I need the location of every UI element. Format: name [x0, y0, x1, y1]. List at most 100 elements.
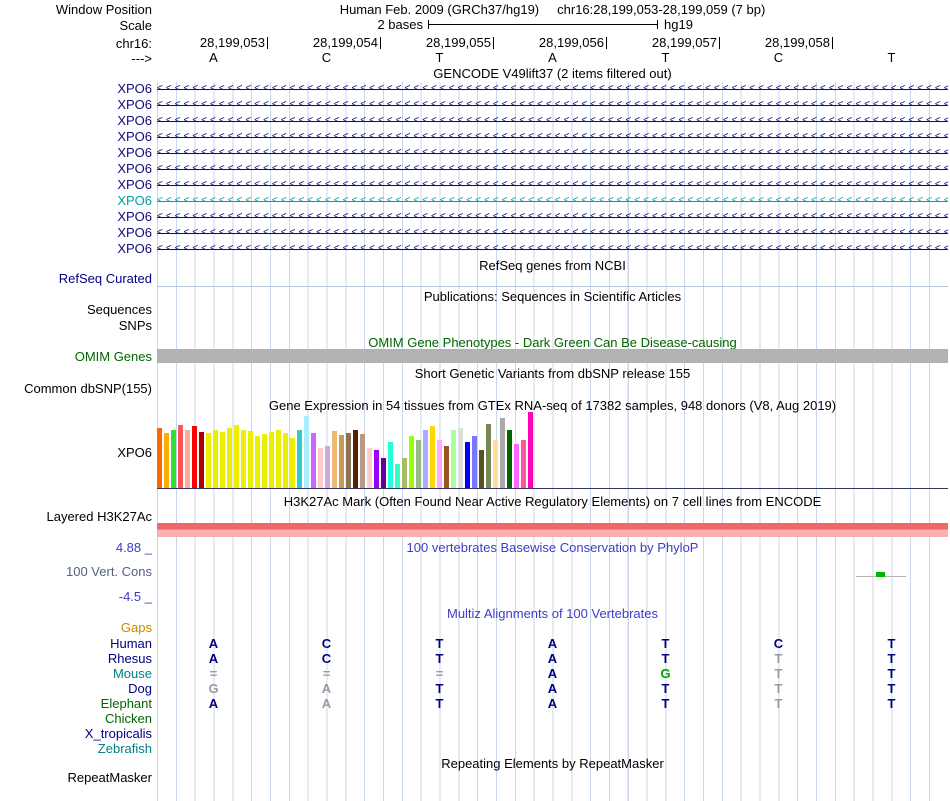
- species-label[interactable]: Rhesus: [107, 651, 152, 666]
- gene-transcript[interactable]: <<<<<<<<<<<<<<<<<<<<<<<<<<<<<<<<<<<<<<<<…: [157, 113, 948, 129]
- track-label-sequences[interactable]: Sequences: [86, 302, 152, 317]
- track-label-vert-cons[interactable]: 100 Vert. Cons: [66, 564, 152, 579]
- gene-label[interactable]: XPO6: [117, 113, 152, 128]
- track-title-h3k27ac[interactable]: H3K27Ac Mark (Often Found Near Active Re…: [283, 494, 822, 509]
- reference-base: A: [548, 50, 557, 65]
- track-label-repeatmasker[interactable]: RepeatMasker: [67, 770, 152, 785]
- assembly-title: Human Feb. 2009 (GRCh37/hg19): [339, 2, 540, 17]
- track-label-refseq-curated[interactable]: RefSeq Curated: [58, 271, 152, 286]
- gene-transcript[interactable]: <<<<<<<<<<<<<<<<<<<<<<<<<<<<<<<<<<<<<<<<…: [157, 129, 948, 145]
- gtex-tissue-bar: [290, 438, 295, 488]
- gtex-tissue-bar: [192, 426, 197, 488]
- species-label[interactable]: Chicken: [105, 711, 152, 726]
- gtex-tissue-bar: [395, 464, 400, 488]
- species-label[interactable]: Zebrafish: [97, 741, 152, 756]
- species-label[interactable]: Dog: [128, 681, 152, 696]
- strand-arrows: <<<<<<<<<<<<<<<<<<<<<<<<<<<<<<<<<<<<<<<<…: [157, 243, 948, 254]
- gtex-tissue-bar: [423, 430, 428, 488]
- track-title-gtex[interactable]: Gene Expression in 54 tissues from GTEx …: [268, 398, 837, 413]
- gtex-tissue-bar: [283, 433, 288, 488]
- gene-transcript[interactable]: <<<<<<<<<<<<<<<<<<<<<<<<<<<<<<<<<<<<<<<<…: [157, 81, 948, 97]
- gene-transcript[interactable]: <<<<<<<<<<<<<<<<<<<<<<<<<<<<<<<<<<<<<<<<…: [157, 241, 948, 257]
- gene-label[interactable]: XPO6: [117, 241, 152, 256]
- track-title-publications[interactable]: Publications: Sequences in Scientific Ar…: [423, 289, 682, 304]
- track-title-gencode[interactable]: GENCODE V49lift37 (2 items filtered out): [433, 66, 672, 81]
- gene-transcript[interactable]: <<<<<<<<<<<<<<<<<<<<<<<<<<<<<<<<<<<<<<<<…: [157, 161, 948, 177]
- window-position-label: Window Position: [55, 2, 152, 17]
- alignment-base: T: [435, 681, 444, 696]
- track-title-refseq[interactable]: RefSeq genes from NCBI: [479, 258, 626, 273]
- gene-label[interactable]: XPO6: [117, 225, 152, 240]
- coordinate-tick: [493, 37, 494, 49]
- track-label-snps[interactable]: SNPs: [118, 318, 152, 333]
- gtex-tissue-bar: [346, 433, 351, 488]
- assembly-short-label: hg19: [664, 17, 693, 32]
- gene-label[interactable]: XPO6: [117, 193, 152, 208]
- track-label-common-dbsnp[interactable]: Common dbSNP(155): [24, 381, 152, 396]
- coordinate-tick: [832, 37, 833, 49]
- gene-label[interactable]: XPO6: [117, 81, 152, 96]
- scale-value: 2 bases: [377, 17, 423, 32]
- gtex-tissue-bar: [500, 418, 505, 488]
- alignment-base: A: [547, 681, 558, 696]
- species-label[interactable]: Mouse: [112, 666, 152, 681]
- gtex-tissue-bar: [353, 430, 358, 488]
- alignment-base: A: [208, 651, 219, 666]
- track-title-dbsnp[interactable]: Short Genetic Variants from dbSNP releas…: [414, 366, 691, 381]
- alignment-base: T: [887, 681, 896, 696]
- gtex-tissue-bar: [269, 432, 274, 488]
- track-title-omim[interactable]: OMIM Gene Phenotypes - Dark Green Can Be…: [368, 335, 737, 350]
- gtex-tissue-bar: [388, 442, 393, 488]
- gtex-tissue-bar: [325, 446, 330, 488]
- gtex-tissue-bar: [437, 440, 442, 488]
- alignment-base: T: [887, 666, 896, 681]
- species-label[interactable]: Human: [110, 636, 152, 651]
- gene-transcript[interactable]: <<<<<<<<<<<<<<<<<<<<<<<<<<<<<<<<<<<<<<<<…: [157, 209, 948, 225]
- phylop-max-value: 4.88 _: [115, 540, 152, 555]
- gene-label[interactable]: XPO6: [117, 145, 152, 160]
- alignment-base: T: [774, 681, 783, 696]
- gtex-tissue-bar: [304, 416, 309, 488]
- gtex-tissue-bar: [444, 446, 449, 488]
- gtex-tissue-bar: [493, 440, 498, 488]
- alignment-base: =: [322, 666, 331, 681]
- gene-transcript[interactable]: <<<<<<<<<<<<<<<<<<<<<<<<<<<<<<<<<<<<<<<<…: [157, 97, 948, 113]
- alignment-base: A: [208, 696, 219, 711]
- track-label-gaps[interactable]: Gaps: [120, 620, 152, 635]
- track-title-phylop[interactable]: 100 vertebrates Basewise Conservation by…: [406, 540, 699, 555]
- assembly-position-title: Human Feb. 2009 (GRCh37/hg19)chr16:28,19…: [157, 2, 948, 17]
- h3k27ac-signal-bar[interactable]: [157, 523, 948, 537]
- scale-bar: [428, 24, 658, 25]
- intron-line: [157, 153, 948, 154]
- track-separator-line: [157, 286, 948, 287]
- gene-transcript[interactable]: <<<<<<<<<<<<<<<<<<<<<<<<<<<<<<<<<<<<<<<<…: [157, 193, 948, 209]
- track-title-repeatmasker[interactable]: Repeating Elements by RepeatMasker: [441, 756, 664, 771]
- track-label-omim-genes[interactable]: OMIM Genes: [74, 349, 152, 364]
- gene-transcript[interactable]: <<<<<<<<<<<<<<<<<<<<<<<<<<<<<<<<<<<<<<<<…: [157, 177, 948, 193]
- species-label[interactable]: X_tropicalis: [84, 726, 152, 741]
- gene-label[interactable]: XPO6: [117, 177, 152, 192]
- omim-gene-bar[interactable]: [157, 349, 948, 363]
- reference-base: C: [773, 50, 784, 65]
- alignment-base: T: [887, 651, 896, 666]
- intron-line: [157, 233, 948, 234]
- gtex-tissue-bar: [297, 430, 302, 488]
- gene-transcript[interactable]: <<<<<<<<<<<<<<<<<<<<<<<<<<<<<<<<<<<<<<<<…: [157, 225, 948, 241]
- track-label-gtex-gene[interactable]: XPO6: [117, 445, 152, 460]
- scale-bar-left-tick: [428, 20, 429, 29]
- strand-arrows: <<<<<<<<<<<<<<<<<<<<<<<<<<<<<<<<<<<<<<<<…: [157, 163, 948, 174]
- gene-label[interactable]: XPO6: [117, 209, 152, 224]
- gene-label[interactable]: XPO6: [117, 161, 152, 176]
- gtex-tissue-bar: [206, 433, 211, 488]
- gene-label[interactable]: XPO6: [117, 129, 152, 144]
- alignment-base: =: [209, 666, 218, 681]
- species-label[interactable]: Elephant: [100, 696, 152, 711]
- alignment-base: A: [547, 651, 558, 666]
- gene-label[interactable]: XPO6: [117, 97, 152, 112]
- track-title-multiz[interactable]: Multiz Alignments of 100 Vertebrates: [446, 606, 658, 621]
- gtex-expression-chart[interactable]: [157, 410, 537, 488]
- track-label-h3k27ac[interactable]: Layered H3K27Ac: [46, 509, 152, 524]
- gene-transcript[interactable]: <<<<<<<<<<<<<<<<<<<<<<<<<<<<<<<<<<<<<<<<…: [157, 145, 948, 161]
- gtex-tissue-bar: [430, 426, 435, 488]
